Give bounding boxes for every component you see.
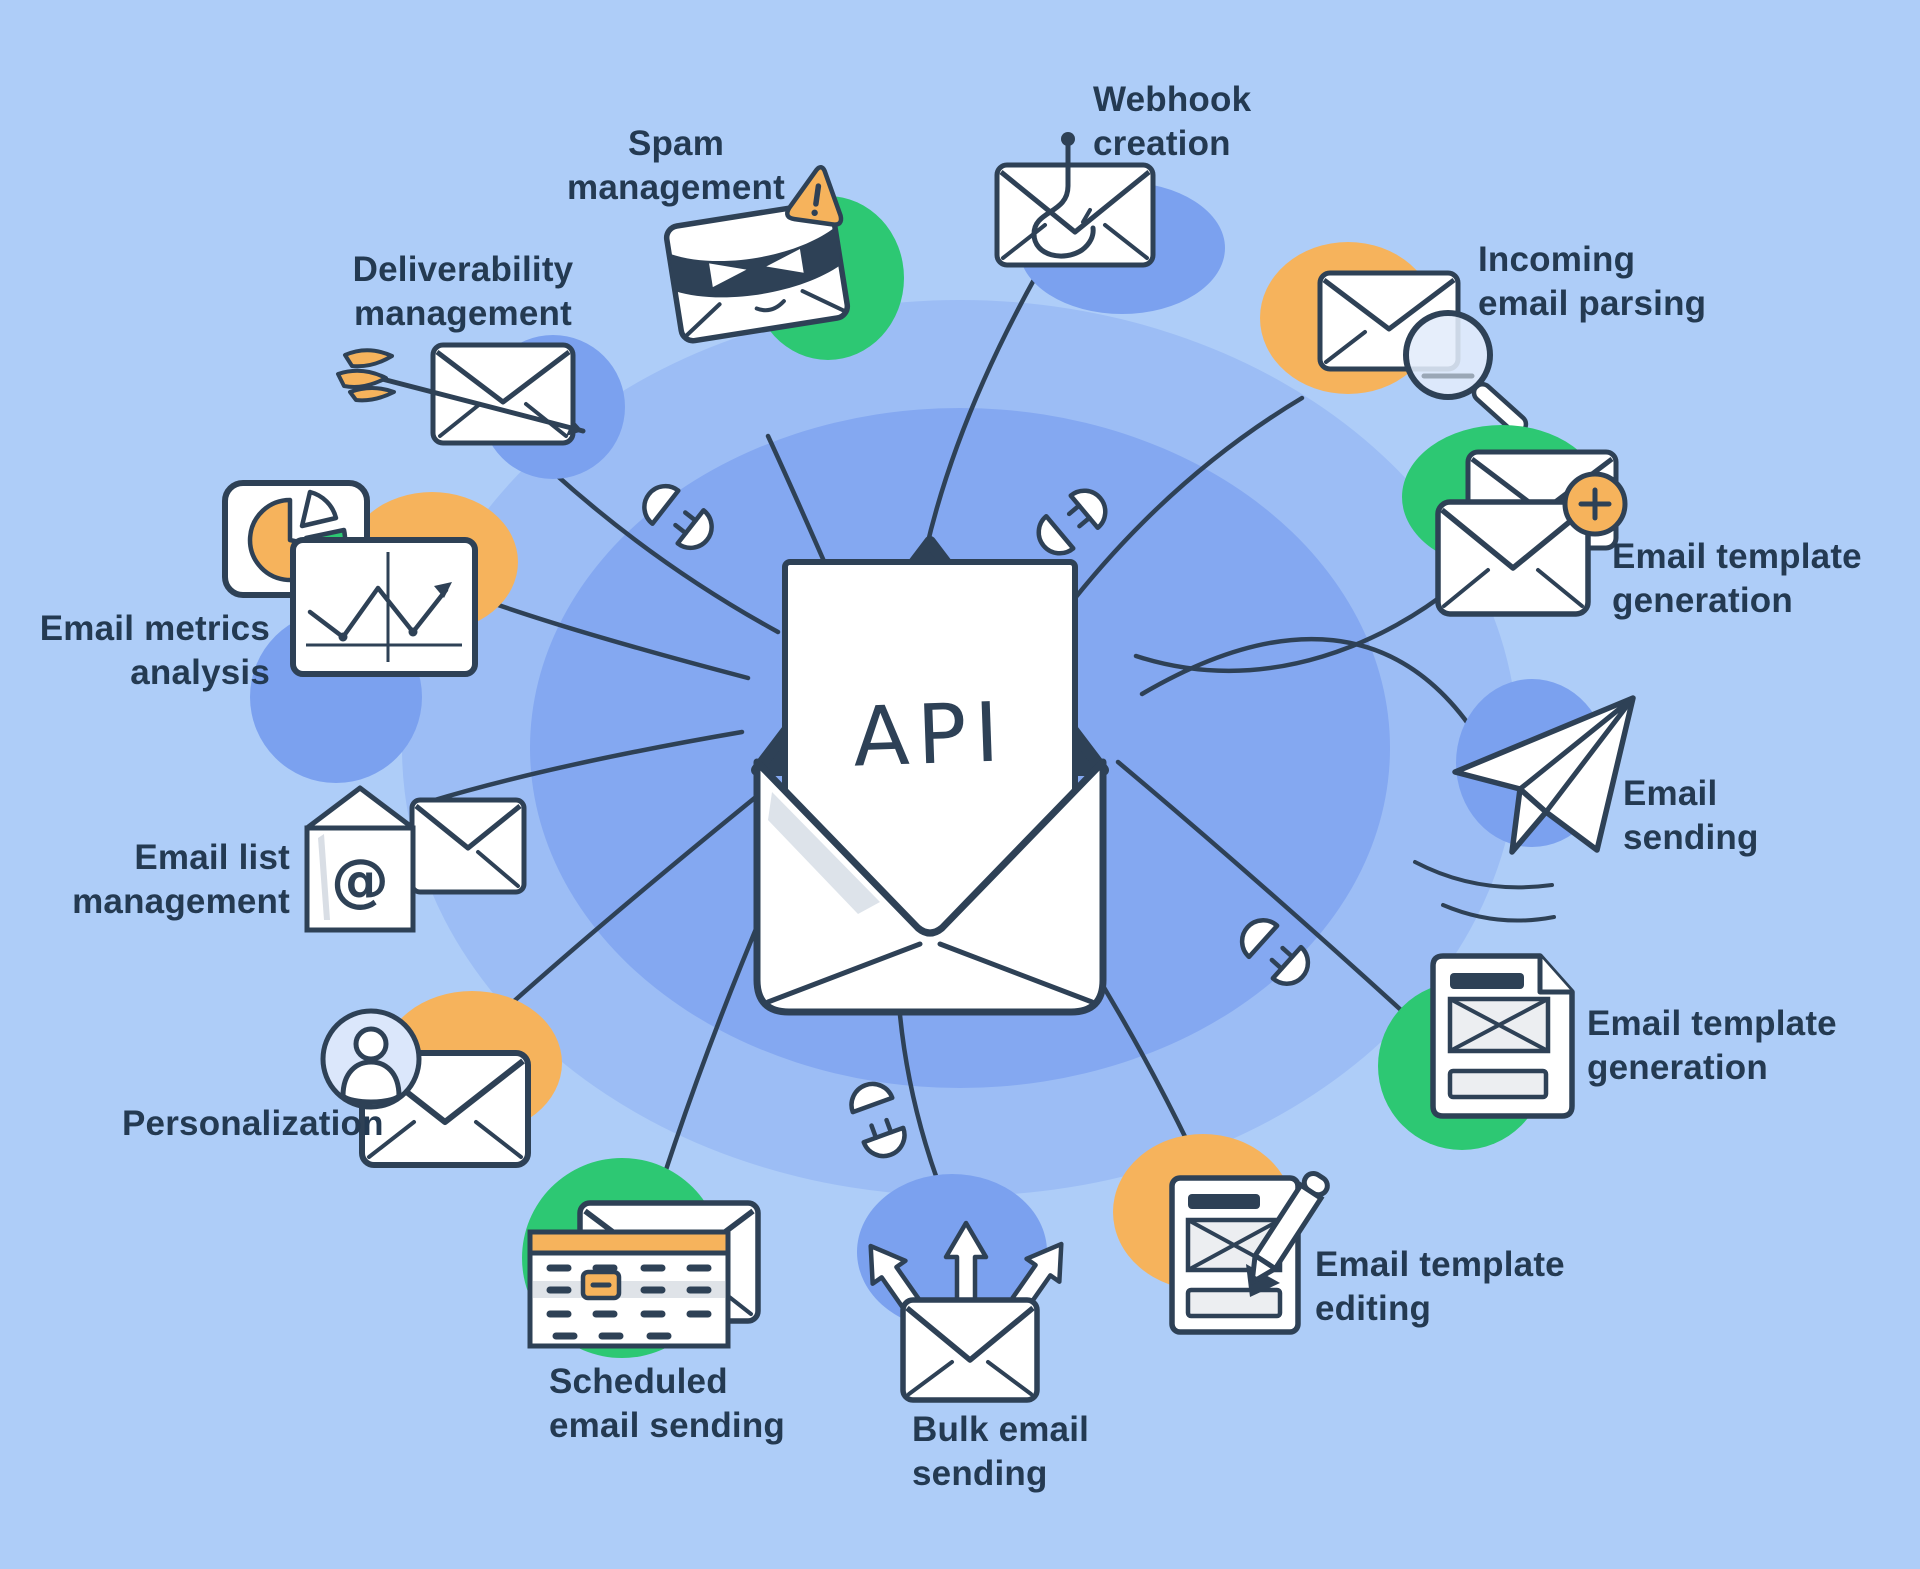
- webhook-creation-group: [994, 132, 1225, 314]
- connector-webhook: [923, 273, 1039, 553]
- plug-connectors: [642, 483, 1311, 1159]
- pocket-shading: [768, 792, 880, 914]
- connector-email-list: [425, 729, 745, 805]
- label-email-metrics-analysis: Email metrics analysis: [39, 609, 270, 693]
- envelope-fishhook-icon: [994, 162, 1156, 268]
- paper-plane-icon: [1413, 695, 1636, 923]
- incoming-email-parsing-group: [1260, 242, 1529, 435]
- deliverability-management-group: [336, 335, 625, 479]
- plug-connector-icon: [1036, 488, 1108, 556]
- at-card-envelope-icon: @: [304, 785, 527, 933]
- fish-hook: [1031, 132, 1096, 259]
- envelope-flap-lines: [435, 350, 571, 405]
- label-email-sending: Email sending: [1623, 774, 1759, 858]
- scheduled-email-sending-group: [522, 1158, 761, 1358]
- connector-template-top: [1133, 585, 1455, 673]
- calendar-marks: [546, 1264, 712, 1340]
- envelope-flap-lines: [999, 170, 1151, 235]
- email-sending-group: [1413, 679, 1636, 923]
- envelope-stack-plus-icon: [1435, 449, 1628, 617]
- document-pencil-icon: [1169, 1170, 1330, 1335]
- at-symbol: @: [331, 846, 389, 914]
- connector-spam: [765, 433, 833, 578]
- connector-email-sending: [1139, 636, 1481, 741]
- label-personalization: Personalization: [122, 1104, 384, 1143]
- masked-envelope-warning-icon: [663, 200, 851, 344]
- label-email-template-generation-2: Email template generation: [1587, 1004, 1837, 1088]
- email-template-generation-group: [1402, 425, 1628, 617]
- pie-line-charts-icon: [222, 480, 478, 677]
- spam-management-group: [663, 165, 904, 360]
- label-scheduled-email-sending: Scheduled email sending: [549, 1362, 785, 1446]
- plug-connector-icon: [642, 483, 714, 551]
- pocket-creases: [765, 941, 1095, 1005]
- pencil-icon: [1249, 1170, 1330, 1285]
- label-email-template-editing: Email template editing: [1315, 1245, 1565, 1329]
- email-template-editing-group: [1113, 1134, 1330, 1335]
- trend-line: [307, 585, 449, 640]
- email-metrics-analysis-group: [222, 480, 518, 677]
- envelope-fold-lines: [1324, 330, 1367, 364]
- connector-template-bottom: [1115, 759, 1439, 1045]
- label-email-template-generation: Email template generation: [1612, 537, 1862, 621]
- document-template-icon: [1430, 953, 1575, 1119]
- trend-arrowhead: [434, 582, 452, 598]
- label-bulk-email-sending: Bulk email sending: [912, 1410, 1090, 1494]
- envelope-flap-lines: [1322, 278, 1456, 332]
- connector-incoming: [1061, 395, 1305, 615]
- calendar-envelope-icon: [527, 1200, 761, 1349]
- api-label: API: [851, 685, 1009, 786]
- plug-connector-icon: [849, 1081, 907, 1159]
- envelope-arrows-icon: [868, 1220, 1064, 1403]
- label-webhook-creation: Webhook creation: [1093, 80, 1252, 164]
- label-spam-management: Spam management: [567, 124, 785, 208]
- personalization-group: [320, 991, 562, 1168]
- email-template-generation-2-group: [1378, 953, 1575, 1150]
- magnifier: [1403, 310, 1529, 435]
- envelope-pocket: [753, 758, 1107, 1016]
- label-deliverability-management: Deliverability management: [352, 250, 574, 334]
- envelope-dart-icon: [430, 342, 576, 446]
- envelope-fold-lines: [1001, 223, 1149, 260]
- bulk-email-sending-group: [857, 1174, 1064, 1403]
- open-envelope-api-icon: [751, 536, 1109, 1016]
- plug-connector-icon: [1239, 918, 1311, 986]
- dart-arrow: [336, 348, 586, 436]
- pie-white-slice: [299, 489, 339, 529]
- label-email-list-management: Email list management: [72, 838, 290, 922]
- label-incoming-email-parsing: Incoming email parsing: [1478, 240, 1707, 324]
- warning-triangle-icon: [785, 165, 844, 227]
- avatar-envelope-icon: [320, 1008, 531, 1168]
